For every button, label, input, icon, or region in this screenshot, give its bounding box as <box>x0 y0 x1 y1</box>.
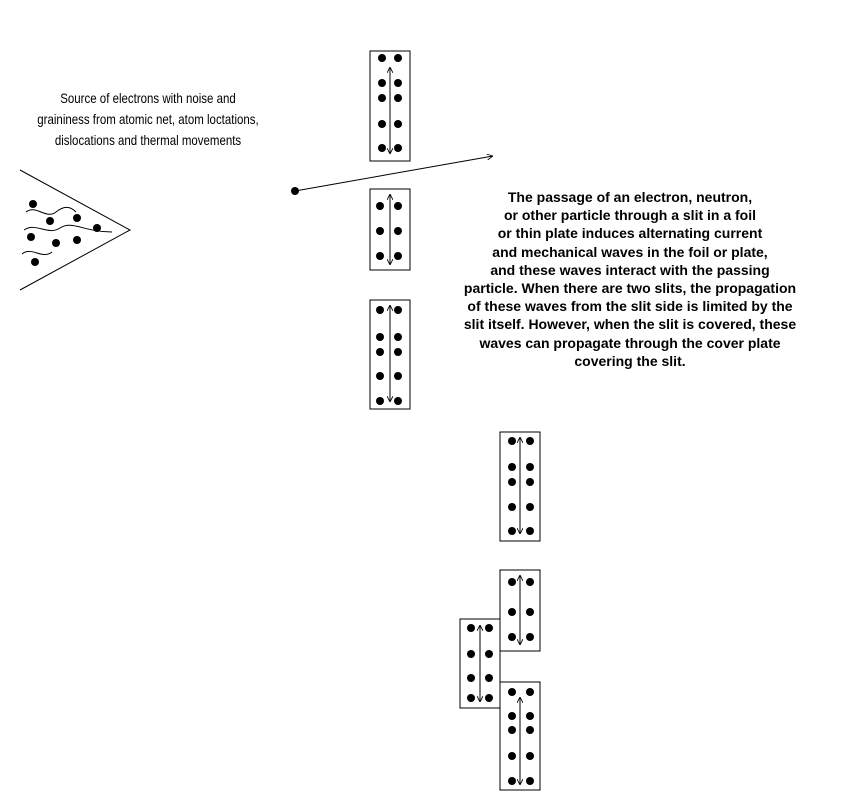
source-label-line: Source of electrons with noise and <box>60 90 236 106</box>
atom-dot <box>526 633 534 641</box>
description-line: of these waves from the slit side is lim… <box>467 298 793 315</box>
electron-particles <box>27 200 101 266</box>
upper-plate-mid <box>369 188 411 271</box>
atom-dot <box>376 348 384 356</box>
source-label-line: dislocations and thermal movements <box>54 132 242 148</box>
atom-dot <box>508 608 516 616</box>
atom-dot <box>508 688 516 696</box>
description-text: The passage of an electron, neutron, or … <box>420 188 840 370</box>
atom-dot <box>376 372 384 380</box>
atom-dot <box>526 437 534 445</box>
atom-dot <box>376 333 384 341</box>
atom-dot <box>526 712 534 720</box>
atom-dot <box>526 578 534 586</box>
atom-dot <box>394 79 402 87</box>
description-line: particle. When there are two slits, the … <box>463 280 797 297</box>
trajectory-arrow <box>294 156 493 192</box>
atom-dot <box>394 252 402 260</box>
atom-dot <box>376 397 384 405</box>
atom-dot <box>526 726 534 734</box>
atom-dot <box>508 503 516 511</box>
atom-dot <box>394 227 402 235</box>
lower-plate-top <box>499 431 541 542</box>
source-label-line: graininess from atomic net, atom loctati… <box>37 111 259 127</box>
atom-dot <box>378 120 386 128</box>
atom-dot <box>394 94 402 102</box>
description-line: covering the slit. <box>574 352 686 369</box>
source-cone <box>19 169 132 291</box>
atom-dot <box>394 202 402 210</box>
atom-dot <box>394 348 402 356</box>
atom-dot <box>526 608 534 616</box>
atom-dot <box>394 144 402 152</box>
atom-dot <box>508 437 516 445</box>
atom-dot <box>526 527 534 535</box>
atom-dot <box>376 202 384 210</box>
cover-plate <box>459 618 501 709</box>
atom-dot <box>394 372 402 380</box>
atom-dot <box>467 694 475 702</box>
atom-dot <box>485 674 493 682</box>
atom-dot <box>467 650 475 658</box>
atom-dot <box>526 688 534 696</box>
atom-dot <box>508 752 516 760</box>
atom-dot <box>485 694 493 702</box>
atom-dot <box>378 79 386 87</box>
atom-dot <box>394 397 402 405</box>
atom-dot <box>526 478 534 486</box>
atom-dot <box>376 252 384 260</box>
electron-trajectory <box>291 156 493 195</box>
lower-plate-mid <box>499 569 541 652</box>
atom-dot <box>467 624 475 632</box>
atom-dot <box>526 752 534 760</box>
description-line: or thin plate induces alternating curren… <box>497 225 763 242</box>
atom-dot <box>508 712 516 720</box>
atom-dot <box>376 306 384 314</box>
atom-dot <box>467 674 475 682</box>
atom-dot <box>394 54 402 62</box>
atom-dot <box>508 478 516 486</box>
atom-dot <box>485 624 493 632</box>
atom-dot <box>508 463 516 471</box>
atom-dot <box>508 726 516 734</box>
atom-dot <box>376 227 384 235</box>
atom-dot <box>394 306 402 314</box>
lower-plate-low <box>499 681 541 791</box>
description-line: and mechanical waves in the foil or plat… <box>492 243 768 260</box>
description-line: or other particle through a slit in a fo… <box>503 207 757 224</box>
atom-dot <box>394 120 402 128</box>
source-label: Source of electrons with noise and grain… <box>33 88 263 151</box>
upper-plate-low <box>369 299 411 410</box>
description-line: waves can propagate through the cover pl… <box>479 334 781 351</box>
atom-dot <box>378 54 386 62</box>
atom-dot <box>508 527 516 535</box>
atom-dot <box>508 578 516 586</box>
atom-dot <box>485 650 493 658</box>
atom-dot <box>394 333 402 341</box>
slit-plates <box>369 50 541 791</box>
atom-dot <box>526 777 534 785</box>
atom-dot <box>508 633 516 641</box>
atom-dot <box>378 94 386 102</box>
electron-source <box>19 169 132 291</box>
noise-waves <box>21 206 113 256</box>
description-line: The passage of an electron, neutron, <box>507 189 753 205</box>
description-line: slit itself. However, when the slit is c… <box>463 316 797 333</box>
atom-dot <box>526 503 534 511</box>
atom-dot <box>508 777 516 785</box>
atom-dot <box>378 144 386 152</box>
description-line: and these waves interact with the passin… <box>490 261 770 278</box>
atom-dot <box>526 463 534 471</box>
upper-plate-top <box>369 50 411 162</box>
